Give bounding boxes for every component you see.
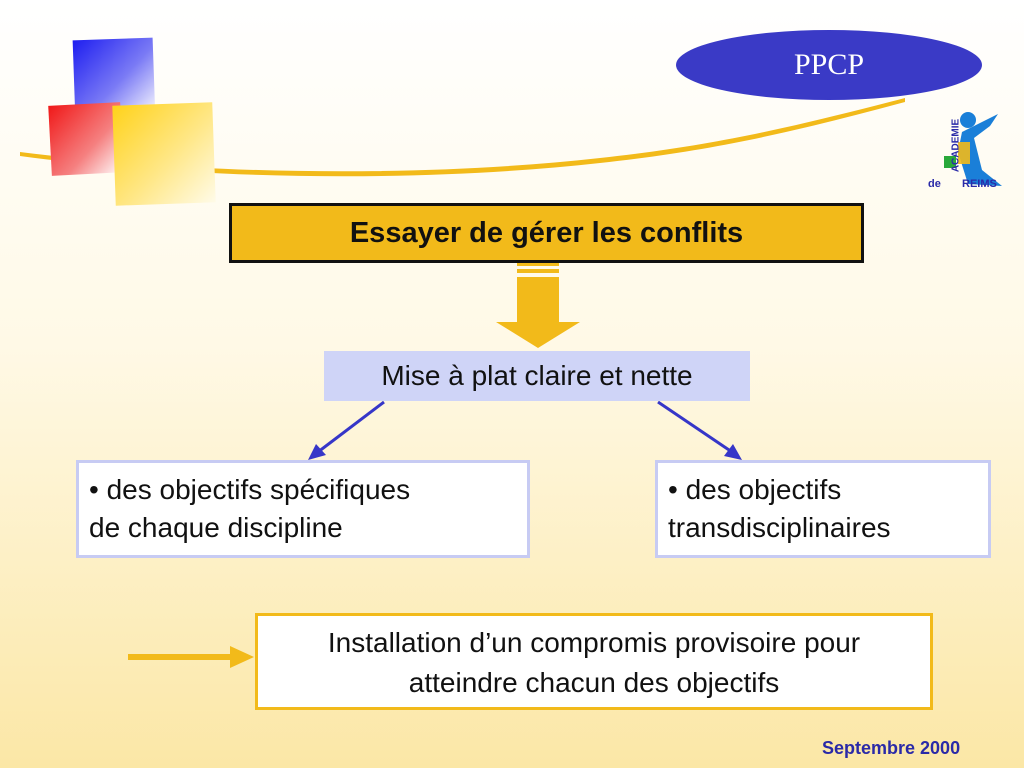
result-arrow-icon: [128, 646, 254, 668]
ppcp-badge: PPCP: [676, 30, 982, 100]
logo-reims-text: REIMS: [962, 178, 997, 190]
right-objectives-line2: transdisciplinaires: [668, 512, 891, 543]
logo-academie-text: ACADEMIE: [950, 118, 962, 173]
result-line2: atteindre chacun des objectifs: [408, 667, 780, 698]
result-box: Installation d’un compromis provisoire p…: [255, 613, 933, 710]
diagram-title-box: Essayer de gérer les conflits: [229, 203, 864, 263]
left-objectives-box: • des objectifs spécifiques de chaque di…: [76, 460, 530, 558]
result-line1: Installation d’un compromis provisoire p…: [327, 627, 861, 658]
yellow-square-decoration: [112, 102, 216, 206]
left-branch-arrow-icon: [308, 400, 385, 460]
left-objectives-line1: • des objectifs spécifiques: [89, 474, 411, 505]
right-objectives-line1: • des objectifs: [668, 474, 842, 505]
footer-date: Septembre 2000: [822, 738, 961, 758]
left-objectives-line2: de chaque discipline: [89, 512, 343, 543]
down-arrow-icon: [496, 262, 580, 348]
right-branch-arrow-icon: [657, 400, 742, 460]
middle-node-box: Mise à plat claire et nette: [324, 351, 750, 401]
logo-de-text: de: [928, 178, 941, 190]
academie-reims-logo-icon: [944, 112, 1002, 186]
right-objectives-box: • des objectifs transdisciplinaires: [655, 460, 991, 558]
